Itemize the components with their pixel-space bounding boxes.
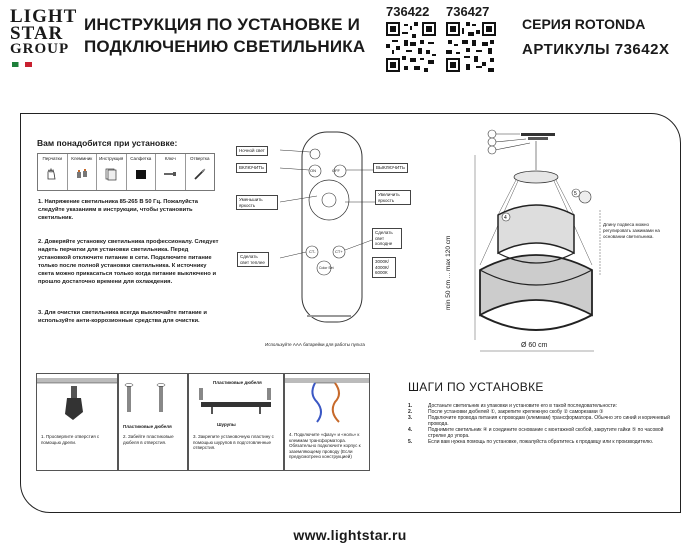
- qr-code-b: [446, 22, 496, 72]
- install-caption-1: 1. Просверлите отверстия с помощью дрели…: [41, 434, 100, 445]
- logo-line3: GROUP: [10, 42, 70, 72]
- dowel-illustration: [124, 383, 166, 412]
- safety-paragraph-1: 1. Напряжение светильника 85-265 В 50 Гц…: [38, 199, 198, 221]
- qr-code-a: [386, 22, 436, 72]
- label-colder: Сделать свет холодне: [372, 228, 402, 249]
- remote-control-diagram: [279, 131, 375, 323]
- label-cct: 3000К/ 4000К/ 6000К: [372, 257, 396, 278]
- instruction-panel: [20, 113, 681, 513]
- label-warmer: Сделать свет теплее: [237, 252, 269, 267]
- tool-cloth: Салфетка: [127, 154, 156, 190]
- mounting-plate-illustration: [199, 388, 271, 414]
- step-item: 1.Достаньте светильник из упаковки и уст…: [408, 403, 617, 409]
- remote-btn-mode: Color Set: [319, 266, 334, 270]
- website-link[interactable]: www.lightstar.ru: [293, 527, 407, 543]
- manual-icon: [105, 168, 117, 181]
- step-item: 2.После установки дюбелей ①, закрепите к…: [408, 409, 604, 415]
- tool-terminal: Клеммник: [68, 154, 97, 190]
- install-panel-3: Пластиковые дюбеля Шурупы 3. Закрепите у…: [188, 373, 284, 471]
- safety-paragraph-2: 2. Доверяйте установку светильника профе…: [38, 239, 219, 285]
- logo-line1: LIGHT: [10, 6, 78, 27]
- install-caption-4: 4. Подключите «фазу» и «ноль» к клеммам …: [289, 432, 361, 459]
- tool-gloves: Перчатки: [38, 154, 68, 190]
- svg-text:4: 4: [504, 215, 507, 221]
- terminal-icon: [76, 169, 87, 178]
- remote-btn-off: OFF: [332, 168, 340, 173]
- install-label-dowels-top: Пластиковые дюбеля: [213, 380, 262, 385]
- tool-wrench: Ключ: [156, 154, 186, 190]
- install-panel-2: Пластиковые дюбеля 2. Забейте пластиковы…: [118, 373, 188, 471]
- remote-btn-ct-plus: CT+: [335, 249, 343, 254]
- screwdriver-icon: [194, 168, 206, 180]
- install-panel-1: 1. Просверлите отверстия с помощью дрели…: [36, 373, 118, 471]
- install-panel-4: 4. Подключите «фазу» и «ноль» к клеммам …: [284, 373, 370, 471]
- label-turn-on: ВКЛЮЧИТЬ: [236, 163, 267, 173]
- document-title: ИНСТРУКЦИЯ ПО УСТАНОВКЕ И ПОДКЛЮЧЕНИЮ СВ…: [84, 15, 366, 56]
- cloth-icon: [135, 170, 146, 179]
- step-item: 3.Подключите провода питания к проводам …: [408, 415, 670, 427]
- step-item: 4.Поднимите светильник ④ и соедините осн…: [408, 427, 664, 439]
- article-number-b: 736427: [446, 4, 490, 19]
- articles-label: АРТИКУЛЫ 73642X: [522, 41, 670, 58]
- series-name: СЕРИЯ ROTONDA: [522, 16, 646, 32]
- requirements-title: Вам понадобится при установке:: [37, 138, 178, 148]
- install-caption-3: 3. Закрепите установочную пластину с пом…: [193, 434, 274, 450]
- install-caption-2: 2. Забейте пластиковые дюбеля в отверсти…: [123, 434, 174, 445]
- brand-logo: LIGHT STAR GROUP: [10, 6, 78, 72]
- steps-title: ШАГИ ПО УСТАНОВКЕ: [408, 380, 544, 394]
- gloves-icon: [47, 167, 56, 180]
- tools-strip: Перчатки Клеммник Инструкция Салфетка Кл…: [37, 153, 215, 191]
- label-brighten: Увеличить яркость: [375, 190, 411, 205]
- remote-btn-ct-minus: CT-: [309, 249, 316, 254]
- article-number-a: 736422: [386, 4, 430, 19]
- remote-btn-on: ON: [310, 168, 316, 173]
- steps-list: 1.Достаньте светильник из упаковки и уст…: [408, 403, 678, 445]
- height-dimension: min 50 cm ... max 120 cm: [445, 235, 452, 310]
- label-night-light: Ночной свет: [236, 146, 268, 156]
- svg-text:5: 5: [574, 191, 577, 197]
- tool-manual: Инструкция: [97, 154, 127, 190]
- install-label-dowels: Пластиковые дюбеля: [123, 424, 172, 429]
- install-label-screws: Шурупы: [217, 422, 236, 427]
- label-dim: Уменьшить яркость: [236, 195, 278, 210]
- battery-note: Используйте ААА батарейки для работы пул…: [265, 342, 365, 347]
- label-turn-off: ВЫКЛЮЧИТЬ: [373, 163, 408, 173]
- safety-paragraph-3: 3. Для очистки светильника всегда выключ…: [38, 310, 207, 324]
- logo-line2: STAR: [10, 23, 64, 44]
- wiring-illustration: [285, 378, 369, 423]
- chandelier-drawing: 4 5: [474, 129, 601, 352]
- width-dimension: Ø 60 cm: [521, 342, 548, 349]
- step-item: 5.Если вам нужна помощь по установке, по…: [408, 439, 654, 445]
- suspension-note: Длину подвеса можно регулировать зажимам…: [603, 222, 660, 239]
- drill-illustration: [37, 378, 117, 420]
- wrench-icon: [164, 172, 177, 176]
- tool-screwdriver: Отвертка: [186, 154, 215, 190]
